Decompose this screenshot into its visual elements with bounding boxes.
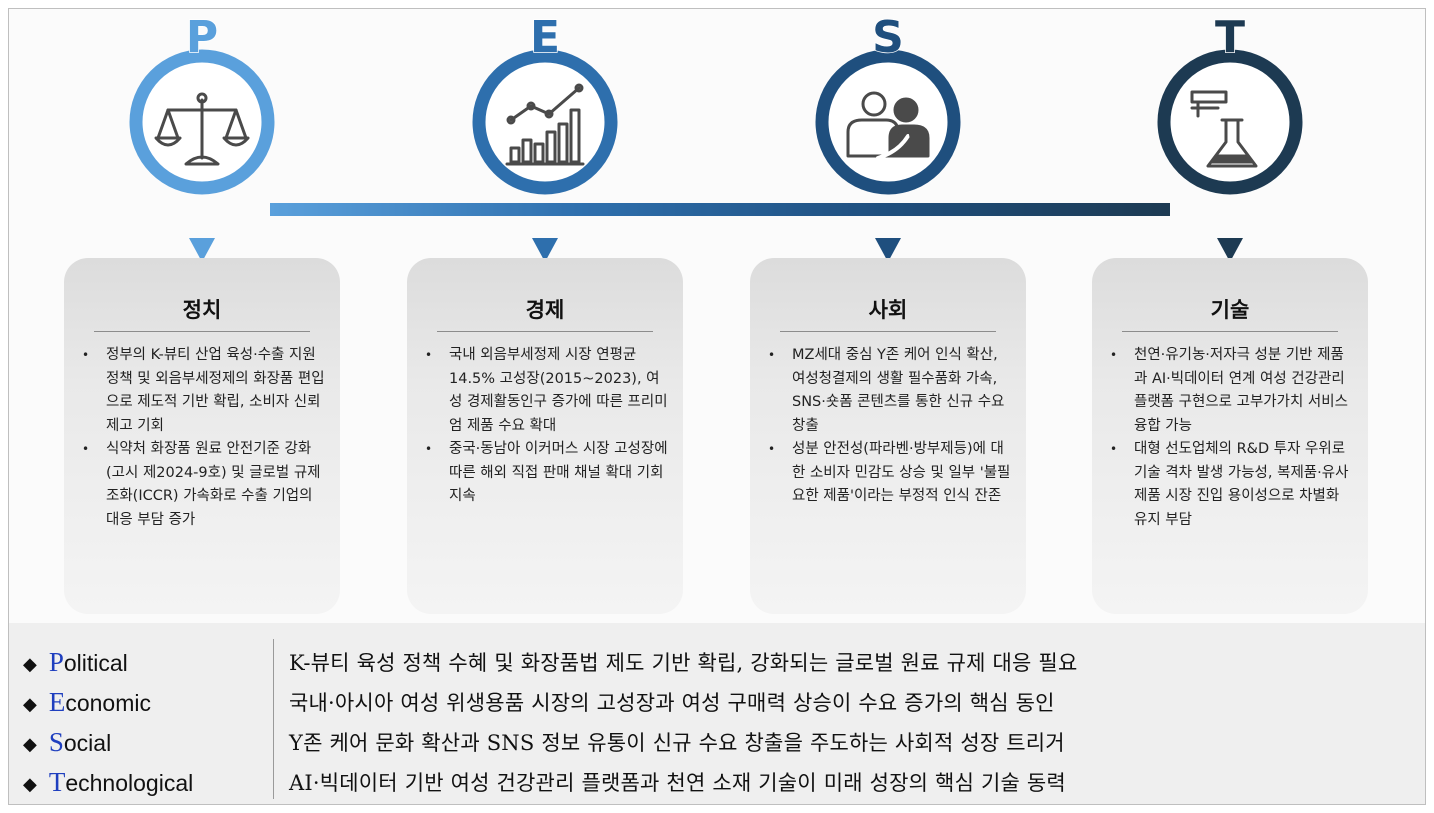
card-divider bbox=[94, 331, 310, 332]
pillar-ring-e bbox=[472, 49, 618, 195]
summary-label-rest: echnological bbox=[65, 770, 194, 796]
summary-divider bbox=[273, 639, 274, 799]
pillar-letter-e: E bbox=[530, 12, 560, 63]
card-bullet: 식약처 화장품 원료 안전기준 강화(고시 제2024-9호) 및 글로벌 규제… bbox=[82, 438, 328, 532]
summary-row: ◆ Social Y존 케어 문화 확산과 SNS 정보 유통이 신규 수요 창출을… bbox=[9, 721, 1425, 761]
card-bullet-list: 국내 외음부세정제 시장 연평균 14.5% 고성장(2015~2023), 여… bbox=[421, 344, 671, 509]
summary-text: 국내·아시아 여성 위생용품 시장의 고성장과 여성 구매력 상승이 수요 증가… bbox=[289, 691, 1055, 715]
flask-icon bbox=[1190, 90, 1258, 168]
summary-label: ◆ Social bbox=[23, 727, 111, 758]
pillar-letter-t: T bbox=[1215, 12, 1245, 63]
card-bullet: 국내 외음부세정제 시장 연평균 14.5% 고성장(2015~2023), 여… bbox=[425, 344, 671, 438]
connector-bar bbox=[270, 203, 1170, 216]
people-icon bbox=[846, 91, 930, 160]
diamond-bullet-icon: ◆ bbox=[23, 774, 37, 794]
summary-label-rest: ocial bbox=[63, 730, 112, 756]
card-divider bbox=[780, 331, 996, 332]
summary-row: ◆ Technological AI·빅데이터 기반 여성 건강관리 플랫폼과 천연… bbox=[9, 761, 1425, 801]
summary-initial: T bbox=[48, 767, 66, 797]
summary-initial: P bbox=[48, 647, 64, 677]
summary-initial: E bbox=[48, 687, 66, 717]
pointer-arrow-p bbox=[189, 238, 215, 260]
summary-text: AI·빅데이터 기반 여성 건강관리 플랫폼과 천연 소재 기술이 미래 성장의… bbox=[289, 771, 1066, 795]
summary-label: ◆ Economic bbox=[23, 687, 151, 718]
card-title: 기술 bbox=[1210, 298, 1250, 322]
card-divider bbox=[437, 331, 653, 332]
pillar-letter-p: P bbox=[186, 12, 218, 63]
pointer-arrow-t bbox=[1217, 238, 1243, 260]
summary-label-rest: olitical bbox=[63, 650, 128, 676]
card-divider bbox=[1122, 331, 1338, 332]
card-bullet: 정부의 K-뷰티 산업 육성·수출 지원 정책 및 외음부세정제의 화장품 편입… bbox=[82, 344, 328, 438]
pest-card-t: 기술천연·유기농·저자극 성분 기반 제품과 AI·빅데이터 연계 여성 건강관… bbox=[1092, 258, 1368, 614]
pointer-arrow-e bbox=[532, 238, 558, 260]
card-bullet-list: MZ세대 중심 Y존 케어 인식 확산, 여성청결제의 생활 필수품화 가속, … bbox=[764, 344, 1014, 509]
summary-text: Y존 케어 문화 확산과 SNS 정보 유통이 신규 수요 창출을 주도하는 사… bbox=[289, 731, 1065, 755]
card-bullet-list: 정부의 K-뷰티 산업 육성·수출 지원 정책 및 외음부세정제의 화장품 편입… bbox=[78, 344, 328, 532]
bar-chart-icon bbox=[505, 83, 585, 166]
pest-card-e: 경제국내 외음부세정제 시장 연평균 14.5% 고성장(2015~2023),… bbox=[407, 258, 683, 614]
card-bullet: 대형 선도업체의 R&D 투자 우위로 기술 격차 발생 가능성, 복제품·유사… bbox=[1110, 438, 1356, 532]
diamond-bullet-icon: ◆ bbox=[23, 734, 37, 754]
pointer-arrow-s bbox=[875, 238, 901, 260]
card-bullet: 중국·동남아 이커머스 시장 고성장에 따른 해외 직접 판매 채널 확대 기회… bbox=[425, 438, 671, 509]
summary-row: ◆ Political K-뷰티 육성 정책 수혜 및 화장품법 제도 기반 확립,… bbox=[9, 641, 1425, 681]
card-bullet: MZ세대 중심 Y존 케어 인식 확산, 여성청결제의 생활 필수품화 가속, … bbox=[768, 344, 1014, 438]
summary-row: ◆ Economic 국내·아시아 여성 위생용품 시장의 고성장과 여성 구매력 … bbox=[9, 681, 1425, 721]
pillar-ring-t bbox=[1157, 49, 1303, 195]
summary-label-rest: conomic bbox=[65, 690, 151, 716]
pillar-letter-s: S bbox=[872, 12, 904, 63]
card-bullet: 성분 안전성(파라벤·방부제등)에 대한 소비자 민감도 상승 및 일부 '불필… bbox=[768, 438, 1014, 509]
card-title: 사회 bbox=[868, 298, 908, 322]
diamond-bullet-icon: ◆ bbox=[23, 694, 37, 714]
card-bullet-list: 천연·유기농·저자극 성분 기반 제품과 AI·빅데이터 연계 여성 건강관리 … bbox=[1106, 344, 1356, 532]
summary-panel: ◆ Political K-뷰티 육성 정책 수혜 및 화장품법 제도 기반 확립,… bbox=[9, 623, 1425, 804]
summary-label: ◆ Political bbox=[23, 647, 128, 678]
pest-card-s: 사회 MZ세대 중심 Y존 케어 인식 확산, 여성청결제의 생활 필수품화 가속… bbox=[750, 258, 1026, 614]
card-title: 정치 bbox=[182, 298, 222, 322]
summary-text: K-뷰티 육성 정책 수혜 및 화장품법 제도 기반 확립, 강화되는 글로벌 … bbox=[289, 651, 1078, 675]
pillar-ring-s bbox=[815, 49, 961, 195]
diamond-bullet-icon: ◆ bbox=[23, 654, 37, 674]
scales-icon bbox=[154, 92, 250, 166]
card-title: 경제 bbox=[525, 298, 565, 322]
pest-card-p: 정치정부의 K-뷰티 산업 육성·수출 지원 정책 및 외음부세정제의 화장품 … bbox=[64, 258, 340, 614]
card-bullet: 천연·유기농·저자극 성분 기반 제품과 AI·빅데이터 연계 여성 건강관리 … bbox=[1110, 344, 1356, 438]
summary-initial: S bbox=[48, 727, 64, 757]
summary-label: ◆ Technological bbox=[23, 767, 193, 798]
